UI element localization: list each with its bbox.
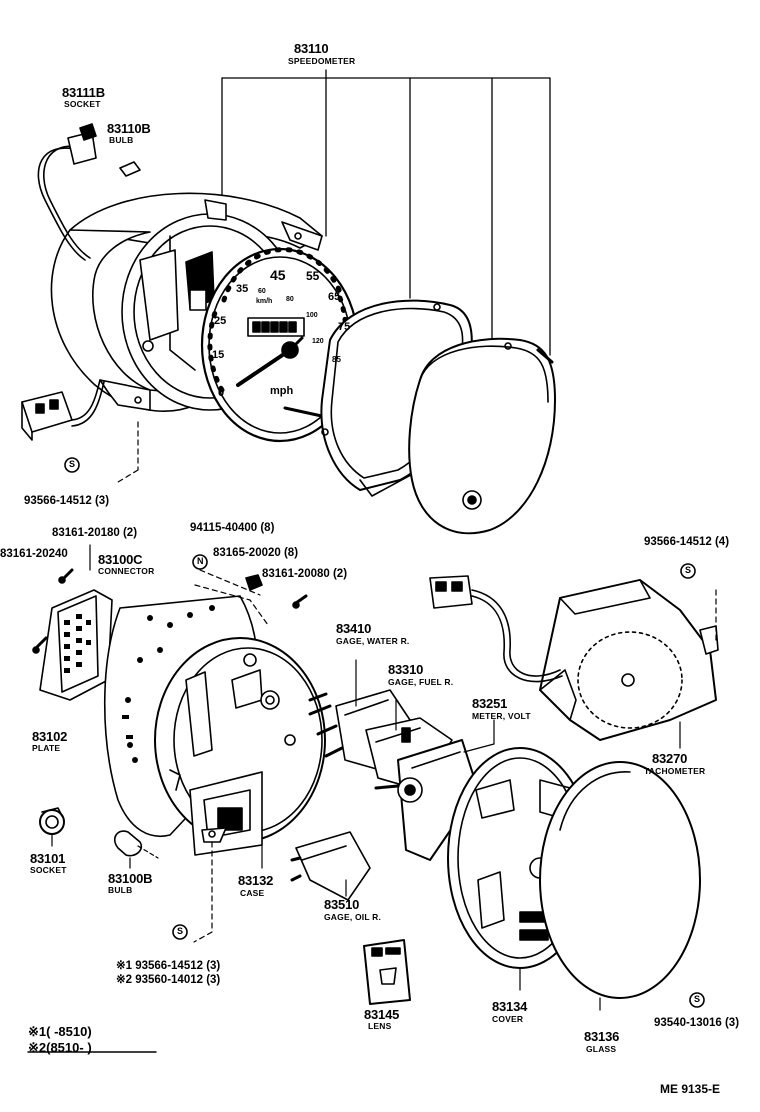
dial-tick-0: 0 <box>218 387 225 399</box>
symbol-s-glass <box>689 992 705 1008</box>
case-name: CASE <box>240 888 265 898</box>
connector-number: 83100C <box>98 552 143 567</box>
symbol-s-case <box>172 924 188 940</box>
tachometer-number: 83270 <box>652 751 688 766</box>
bulb-bottom-number: 83100B <box>108 871 153 886</box>
dashed-leader <box>117 421 139 483</box>
dial-tick-25: 25 <box>214 315 227 327</box>
glass-name: GLASS <box>586 1044 617 1054</box>
socket-icon <box>39 807 65 847</box>
gage-oil <box>290 831 371 901</box>
dial-tick-15: 15 <box>212 349 225 361</box>
bulb-top-number: 83110B <box>107 121 151 136</box>
lens-name: LENS <box>368 1021 392 1031</box>
dial-kmh-tick-80: 80 <box>286 296 294 303</box>
meter-glass <box>539 761 701 1011</box>
dial-kmh-tick-60: 60 <box>258 288 266 295</box>
screw-83161-20080-number: 83161-20080 (2) <box>262 568 348 580</box>
screw-icon-right <box>292 594 308 609</box>
symbol-n <box>192 554 208 570</box>
dial-tick-45: 45 <box>270 267 286 283</box>
meter-volt-number: 83251 <box>472 696 508 711</box>
tachometer-connector <box>429 575 563 683</box>
note-star2: ※2(8510- ) <box>28 1040 92 1055</box>
dashed-leader-case <box>193 841 213 943</box>
note-star1: ※1( -8510) <box>28 1024 92 1039</box>
screw-83161-20240-number: 83161-20240 <box>0 548 68 560</box>
dial-tick-85: 85 <box>332 355 341 364</box>
connector-83100c <box>39 589 113 701</box>
symbol-s-tach-label: S <box>685 565 692 575</box>
nut-83165-number: 83165-20020 (8) <box>213 547 299 559</box>
cover-number: 83134 <box>492 999 528 1014</box>
bulb-icon-bottom <box>113 830 159 869</box>
dial-tick-35: 35 <box>236 283 249 295</box>
screw-94115-number: 94115-40400 (8) <box>190 522 275 534</box>
symbol-s-case-label: S <box>177 926 184 936</box>
connector-name: CONNECTOR <box>98 566 155 576</box>
lens-icon <box>363 939 411 1005</box>
speedometer-leader-lines <box>221 69 551 356</box>
socket-top-number: 83111B <box>62 85 105 100</box>
tachometer <box>539 579 719 749</box>
connector-icon <box>21 391 73 441</box>
screw-star2-number: ※2 93560-14012 (3) <box>116 974 221 986</box>
screw-tach-number: 93566-14512 (4) <box>644 536 730 548</box>
tachometer-name: TACHOMETER <box>644 766 706 776</box>
bulb-icon <box>119 161 141 177</box>
case-number: 83132 <box>238 873 274 888</box>
socket-bottom-name: SOCKET <box>30 865 67 875</box>
dial-tick-75: 75 <box>338 321 351 333</box>
symbol-s-glass-label: S <box>694 994 701 1004</box>
gage-fuel-number: 83310 <box>388 662 424 677</box>
dial-kmh-tick-100: 100 <box>306 312 318 319</box>
gage-fuel-name: GAGE, FUEL R. <box>388 677 454 687</box>
screw-icons-left <box>32 544 91 654</box>
meter-volt <box>374 719 495 861</box>
gage-water-name: GAGE, WATER R. <box>336 636 410 646</box>
screw-icon <box>536 348 554 364</box>
dial-tick-55: 55 <box>306 269 320 283</box>
nut-icon <box>245 574 263 591</box>
dial-unit: mph <box>270 385 294 397</box>
meter-volt-name: METER, VOLT <box>472 711 531 721</box>
socket-wiring <box>37 123 105 427</box>
screw-top-left-number: 93566-14512 (3) <box>24 495 110 507</box>
speedometer-number: 83110 <box>294 41 329 56</box>
gage-oil-name: GAGE, OIL R. <box>324 912 382 922</box>
bulb-top-name: BULB <box>109 135 134 145</box>
symbol-s-tach <box>680 563 696 579</box>
reference-code: ME 9135-E <box>660 1082 721 1096</box>
speedometer-name: SPEEDOMETER <box>288 56 356 66</box>
dial-kmh-tick-120: 120 <box>312 338 324 345</box>
dial-tick-65: 65 <box>328 291 341 303</box>
plate-number: 83102 <box>32 729 68 744</box>
screw-83161-20180-number: 83161-20180 (2) <box>52 527 138 539</box>
socket-bottom-number: 83101 <box>30 851 66 866</box>
screw-glass-number: 93540-13016 (3) <box>654 1017 740 1029</box>
gage-oil-number: 83510 <box>324 897 360 912</box>
screw-star1-number: ※1 93566-14512 (3) <box>116 960 221 972</box>
dial-kmh: km/h <box>256 298 273 305</box>
speedometer-dial <box>200 247 360 443</box>
cover-name: COVER <box>492 1014 524 1024</box>
symbol-s-top <box>64 457 80 473</box>
bulb-bottom-name: BULB <box>108 885 133 895</box>
symbol-s-top-label: S <box>69 459 76 469</box>
gage-water-number: 83410 <box>336 621 372 636</box>
socket-top-name: SOCKET <box>64 99 101 109</box>
symbol-n-label: N <box>197 556 204 566</box>
speedometer-glass <box>408 337 556 535</box>
meter-case <box>154 637 326 869</box>
plate-name: PLATE <box>32 743 61 753</box>
lens-number: 83145 <box>364 1007 400 1022</box>
glass-number: 83136 <box>584 1029 620 1044</box>
